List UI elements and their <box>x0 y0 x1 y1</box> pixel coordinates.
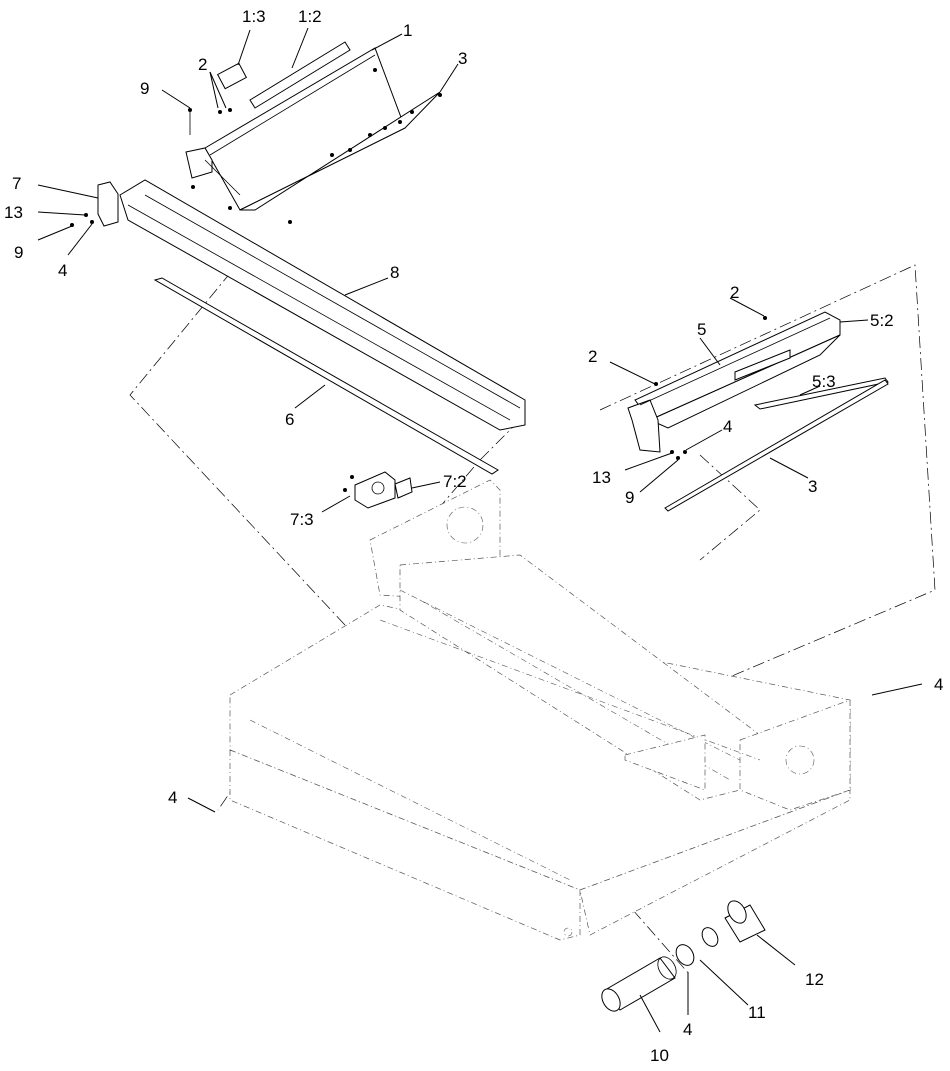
callout-9-top: 9 <box>140 79 149 98</box>
callout-4-bottom: 4 <box>683 1020 692 1039</box>
callout-1: 1 <box>403 21 412 40</box>
leader-lines <box>37 27 923 1033</box>
callout-8: 8 <box>390 263 399 282</box>
main-frame <box>229 479 851 941</box>
strip-6 <box>153 277 499 475</box>
callout-10: 10 <box>650 1046 669 1065</box>
callout-11: 11 <box>748 1003 766 1022</box>
callout-2-top: 2 <box>198 55 207 74</box>
strip-5-3 <box>753 377 889 410</box>
roller-10 <box>601 956 677 1012</box>
callout-6: 6 <box>285 410 294 429</box>
callout-12: 12 <box>805 970 824 989</box>
end-plate-7 <box>70 181 119 227</box>
callout-4-far-right: 4 <box>934 675 943 694</box>
callout-7: 7 <box>12 174 21 193</box>
strip-3-right <box>664 379 889 512</box>
callout-5-3: 5:3 <box>812 372 836 391</box>
callout-4-right-bracket: 4 <box>723 417 732 436</box>
center-bracket-7 <box>343 471 413 509</box>
callout-7-3: 7:3 <box>290 510 314 529</box>
callout-2-right-top: 2 <box>730 283 739 302</box>
callout-4-left: 4 <box>58 261 67 280</box>
callout-1-3: 1:3 <box>242 7 266 26</box>
callout-3-top: 3 <box>458 49 467 68</box>
callout-2-right: 2 <box>588 347 597 366</box>
cap-12 <box>724 900 766 943</box>
callout-13-right: 13 <box>592 468 611 487</box>
channel-8 <box>119 179 526 431</box>
callout-5-2: 5:2 <box>870 311 894 330</box>
callout-7-2: 7:2 <box>443 472 467 491</box>
guard-assembly-5 <box>627 311 841 460</box>
callout-9-left: 9 <box>14 243 23 262</box>
callout-1-2: 1:2 <box>298 7 322 26</box>
callout-5: 5 <box>697 320 706 339</box>
callout-9-right: 9 <box>625 488 634 507</box>
guard-assembly-1 <box>185 41 442 224</box>
bushing-11 <box>675 927 719 966</box>
callout-4-bottom-left: 4 <box>168 788 177 807</box>
callout-3-right: 3 <box>808 477 817 496</box>
callout-13-left: 13 <box>4 203 23 222</box>
callouts: 1:3 1:2 1 3 9 2 7 13 9 4 8 6 2 5:2 5 2 5… <box>4 7 943 1065</box>
